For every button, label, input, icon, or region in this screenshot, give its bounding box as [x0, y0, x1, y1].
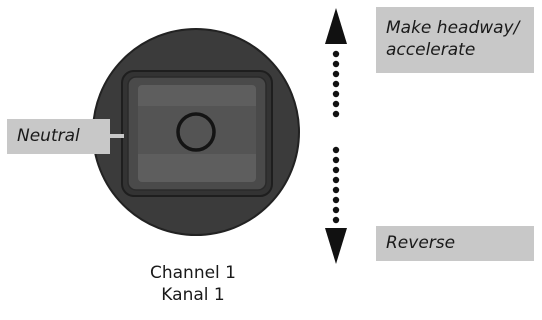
up-arrowhead [325, 8, 347, 44]
lower-dots [332, 146, 340, 224]
forward-label: Make headway/ accelerate [376, 7, 534, 73]
reverse-label-text: Reverse [386, 233, 456, 253]
forward-label-line1: Make headway/ [386, 18, 520, 38]
neutral-label-text: Neutral [17, 126, 80, 146]
joystick-knob-icon [92, 28, 300, 236]
forward-label-line2: accelerate [386, 40, 476, 60]
down-arrowhead [325, 228, 347, 264]
double-headed-dotted-arrow-icon [325, 8, 347, 264]
channel-caption: Channel 1 Kanal 1 [118, 262, 268, 306]
reverse-label: Reverse [376, 226, 534, 261]
upper-dots [332, 50, 340, 118]
neutral-label: Neutral [7, 119, 110, 154]
channel-caption-line1: Channel 1 [149, 263, 236, 283]
channel-caption-line2: Kanal 1 [161, 285, 225, 305]
